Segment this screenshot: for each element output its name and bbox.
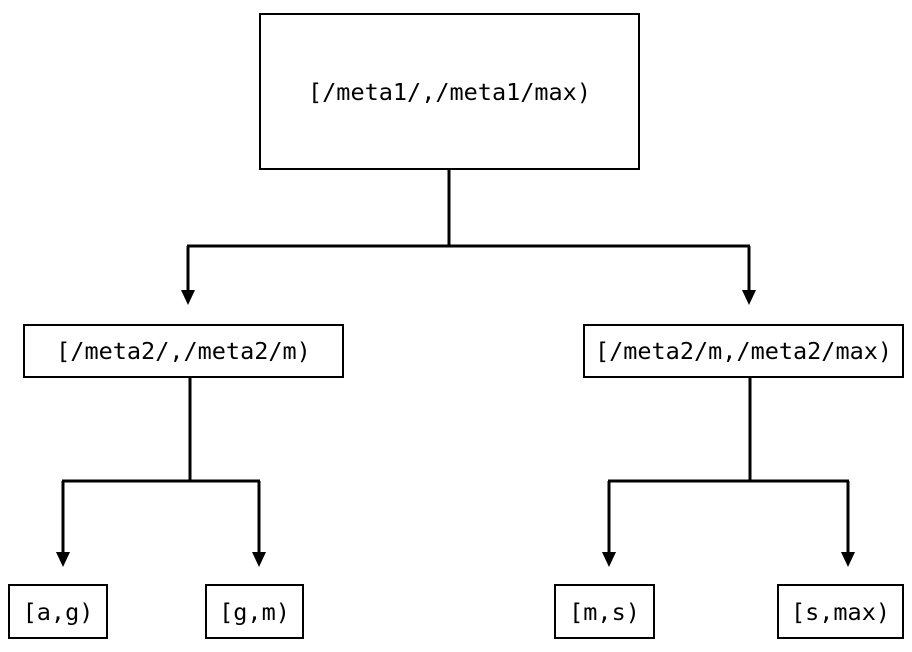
edge-root-to-level2 (181, 170, 756, 305)
tree-node-level2-right[interactable]: [/meta2/m,/meta2/max) (583, 324, 904, 378)
arrowhead-icon-to-leaf3 (841, 552, 855, 567)
tree-node-leaf-3[interactable]: [s,max) (777, 584, 904, 639)
arrowhead-icon-to-level2-right (742, 290, 756, 305)
arrowhead-icon-to-leaf0 (56, 552, 70, 567)
edge-right-level2-to-leaves (602, 378, 855, 567)
arrowhead-icon-to-leaf1 (252, 552, 266, 567)
tree-node-level2-left[interactable]: [/meta2/,/meta2/m) (23, 324, 344, 378)
tree-node-root[interactable]: [/meta1/,/meta1/max) (259, 13, 640, 170)
arrowhead-icon-to-level2-left (181, 290, 195, 305)
arrowhead-icon-to-leaf2 (602, 552, 616, 567)
edge-left-level2-to-leaves (56, 378, 266, 567)
tree-node-leaf-0[interactable]: [a,g) (8, 584, 108, 639)
tree-node-leaf-1[interactable]: [g,m) (205, 584, 304, 639)
tree-node-leaf-2[interactable]: [m,s) (554, 584, 655, 639)
